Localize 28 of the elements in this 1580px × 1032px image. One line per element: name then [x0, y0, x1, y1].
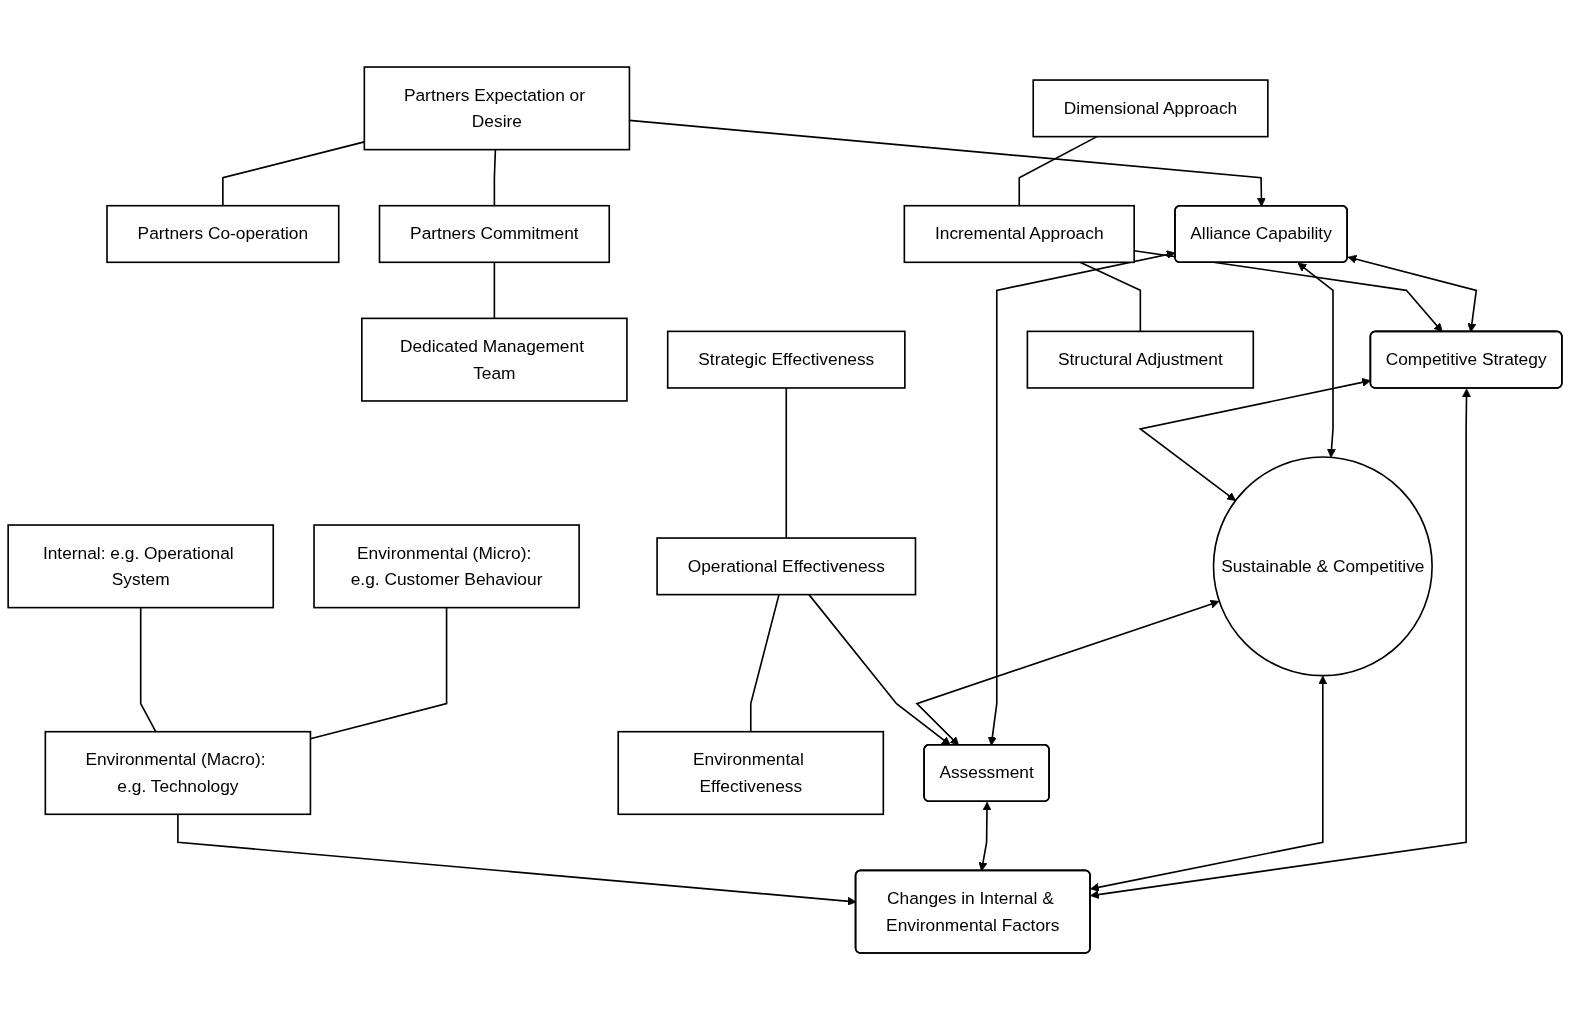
node-box: Partners Expectation or Desire [363, 66, 631, 151]
node-box: Dimensional Approach [1032, 79, 1269, 138]
node-box: Partners Co-operation [106, 204, 340, 264]
connector [493, 261, 496, 320]
node-box: Structural Adjustment [1026, 330, 1255, 389]
node-box: Partners Commitment [378, 204, 611, 264]
connector [785, 387, 788, 539]
arrow [1347, 254, 1478, 333]
arrow [1090, 675, 1328, 892]
arrow [915, 599, 1220, 746]
arrow [1138, 377, 1371, 501]
node-box: Internal: e.g. Operational System [7, 524, 275, 609]
node-box: Environmental (Micro): e.g. Customer Behaviour [313, 524, 580, 609]
node-box: Strategic Effectiveness [666, 330, 906, 389]
arrow [808, 593, 951, 746]
node-box: Dedicated Management Team [361, 317, 628, 402]
connector [1018, 135, 1098, 207]
connector [749, 593, 780, 733]
arrow [1297, 262, 1336, 458]
arrow [1090, 388, 1471, 899]
node-box: Operational Effectiveness [656, 537, 917, 596]
node-box: Incremental Approach [903, 204, 1135, 264]
arrow [978, 801, 992, 872]
node-box: Environmental (Macro): e.g. Technology [44, 730, 312, 816]
connector [493, 148, 497, 207]
node-circle: Sustainable & Competitive [1212, 456, 1433, 677]
node-box: Environmental Effectiveness [617, 730, 885, 816]
connector [139, 606, 157, 733]
